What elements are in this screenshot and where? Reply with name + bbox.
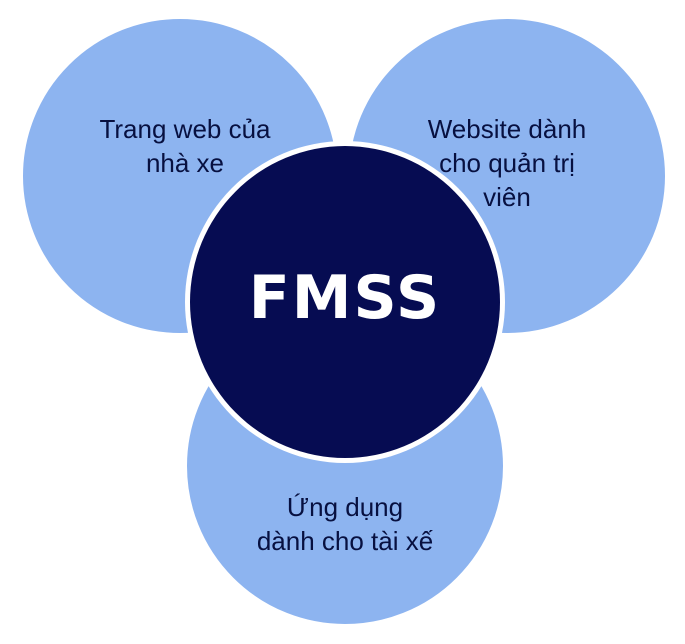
label-line: nhà xe [145,148,225,178]
label-line: Trang web của [99,114,271,144]
center-title: FMSS [248,263,442,333]
label-line: Ứng dụng [286,492,404,522]
label-line: viên [483,182,531,212]
label-driver-app: Ứng dụng dành cho tài xế [220,490,470,558]
center-circle [185,141,505,463]
label-line: cho quản trị [439,148,575,178]
label-admin-website: Website dành cho quản trị viên [402,112,612,214]
label-line: Website dành [427,114,587,144]
label-operator-website: Trang web của nhà xe [80,112,290,180]
label-line: dành cho tài xế [256,526,434,556]
center-circle-fill [190,146,500,458]
